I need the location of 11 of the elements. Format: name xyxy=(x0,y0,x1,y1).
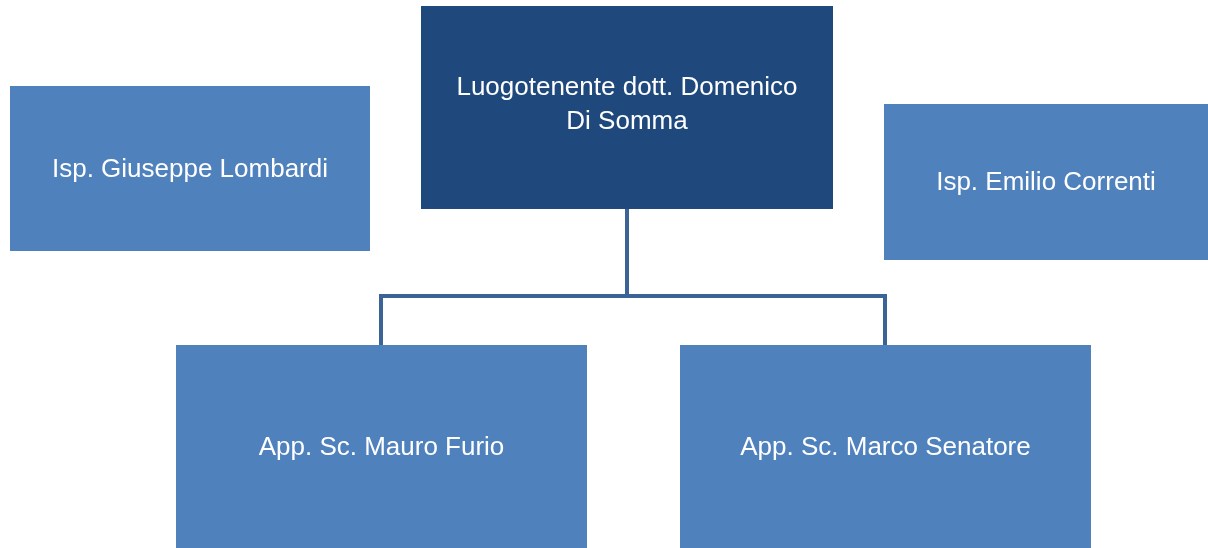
name-label: Luogotenente dott. Domenico Di Somma xyxy=(455,70,799,137)
name-label: App. Sc. Marco Senatore xyxy=(740,429,1031,463)
org-box xyxy=(884,104,1208,260)
name-label: App. Sc. Mauro Furio xyxy=(258,429,505,463)
org-box xyxy=(421,6,833,209)
org-box xyxy=(176,345,587,548)
connector-line xyxy=(625,209,887,345)
name-label: Isp. Giuseppe Lombardi xyxy=(51,151,328,185)
org-box xyxy=(10,86,370,251)
name-label: Isp. Emilio Correnti xyxy=(936,165,1156,199)
org-box xyxy=(680,345,1091,548)
